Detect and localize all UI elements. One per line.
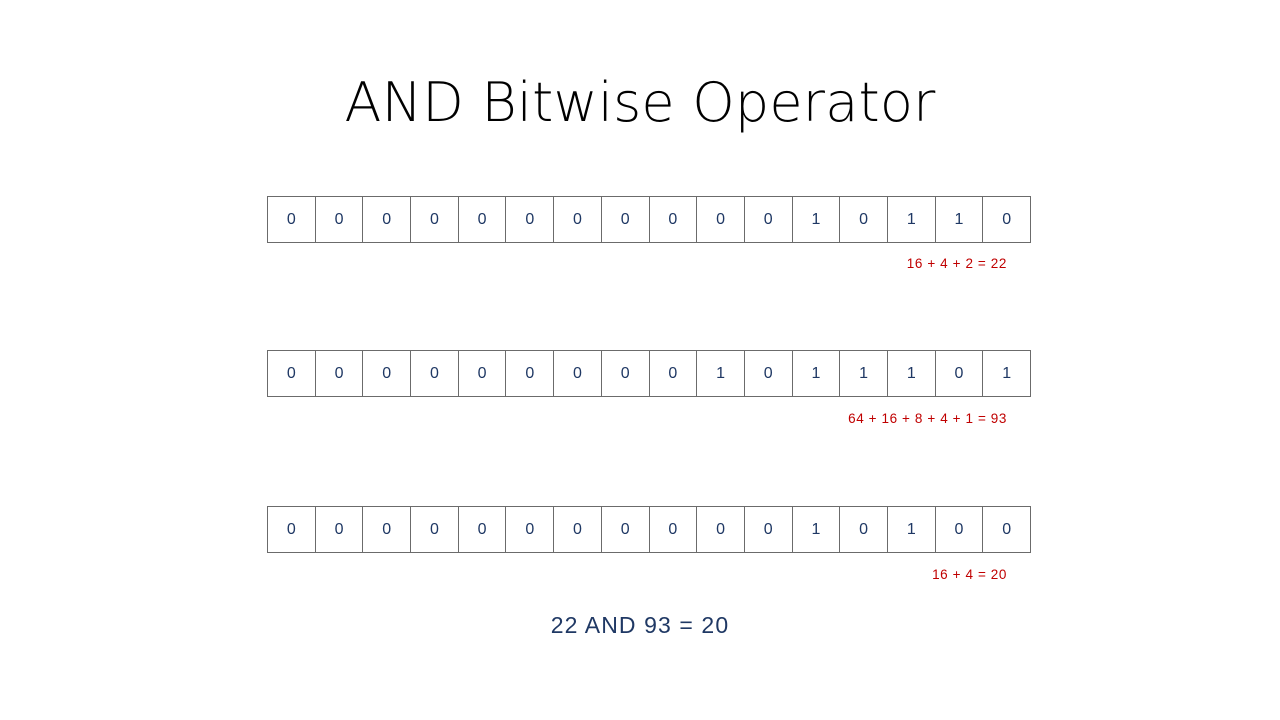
bit-cell: 0	[267, 196, 316, 243]
bit-cell: 0	[600, 350, 650, 397]
bit-cell: 1	[791, 506, 841, 553]
bit-cell: 0	[314, 506, 364, 553]
bit-cell: 0	[457, 506, 507, 553]
bit-cell: 0	[553, 506, 602, 553]
sum-note-operand-a: 16 + 4 + 2 = 22	[906, 256, 1007, 271]
bit-cell: 1	[696, 350, 745, 397]
bit-cell: 1	[791, 350, 841, 397]
page-title: AND Bitwise Operator	[344, 71, 936, 134]
bit-cell: 0	[648, 506, 698, 553]
bit-cell: 0	[505, 350, 555, 397]
bit-cell: 0	[648, 196, 698, 243]
sum-note-result: 16 + 4 = 20	[932, 567, 1007, 582]
bit-cell: 0	[600, 506, 650, 553]
bit-cell: 0	[267, 506, 316, 553]
bit-cell: 0	[934, 350, 984, 397]
bit-cell: 0	[410, 350, 459, 397]
bit-row-result: 0 0 0 0 0 0 0 0 0 0 0 1 0 1 0 0	[267, 506, 1031, 553]
bit-cell: 1	[839, 350, 888, 397]
bit-cell: 1	[791, 196, 841, 243]
bit-cell: 0	[982, 196, 1031, 243]
bit-cell: 0	[839, 506, 888, 553]
bit-cell: 0	[839, 196, 888, 243]
bit-cell: 0	[553, 350, 602, 397]
bit-cell: 0	[362, 350, 412, 397]
bit-cell: 0	[410, 506, 459, 553]
bit-row-operand-b: 0 0 0 0 0 0 0 0 0 1 0 1 1 1 0 1	[267, 350, 1031, 397]
bit-cell: 1	[982, 350, 1031, 397]
bit-cell: 0	[696, 506, 745, 553]
bit-table-result: 0 0 0 0 0 0 0 0 0 0 0 1 0 1 0 0	[267, 506, 1031, 553]
bit-cell: 0	[410, 196, 459, 243]
bit-cell: 0	[457, 196, 507, 243]
bit-cell: 0	[696, 196, 745, 243]
bit-cell: 0	[648, 350, 698, 397]
bit-cell: 0	[743, 506, 793, 553]
table-row: 0 0 0 0 0 0 0 0 0 1 0 1 1 1 0 1	[267, 350, 1031, 397]
table-row: 0 0 0 0 0 0 0 0 0 0 0 1 0 1 1 0	[267, 196, 1031, 243]
bit-cell: 1	[886, 506, 936, 553]
bit-cell: 0	[505, 506, 555, 553]
bit-cell: 0	[314, 196, 364, 243]
result-expression: 22 AND 93 = 20	[550, 612, 730, 638]
bit-cell: 0	[314, 350, 364, 397]
bit-cell: 0	[505, 196, 555, 243]
bit-table-operand-a: 0 0 0 0 0 0 0 0 0 0 0 1 0 1 1 0	[267, 196, 1031, 243]
bit-cell: 0	[267, 350, 316, 397]
bit-cell: 0	[362, 506, 412, 553]
table-row: 0 0 0 0 0 0 0 0 0 0 0 1 0 1 0 0	[267, 506, 1031, 553]
bit-cell: 0	[600, 196, 650, 243]
bit-table-operand-b: 0 0 0 0 0 0 0 0 0 1 0 1 1 1 0 1	[267, 350, 1031, 397]
bit-cell: 0	[743, 350, 793, 397]
bit-row-operand-a: 0 0 0 0 0 0 0 0 0 0 0 1 0 1 1 0	[267, 196, 1031, 243]
bit-cell: 0	[553, 196, 602, 243]
bit-cell: 0	[982, 506, 1031, 553]
sum-note-operand-b: 64 + 16 + 8 + 4 + 1 = 93	[848, 411, 1007, 426]
bit-cell: 1	[886, 196, 936, 243]
bit-cell: 0	[457, 350, 507, 397]
bit-cell: 0	[743, 196, 793, 243]
bit-cell: 1	[934, 196, 984, 243]
bit-cell: 1	[886, 350, 936, 397]
bit-cell: 0	[934, 506, 984, 553]
bit-cell: 0	[362, 196, 412, 243]
